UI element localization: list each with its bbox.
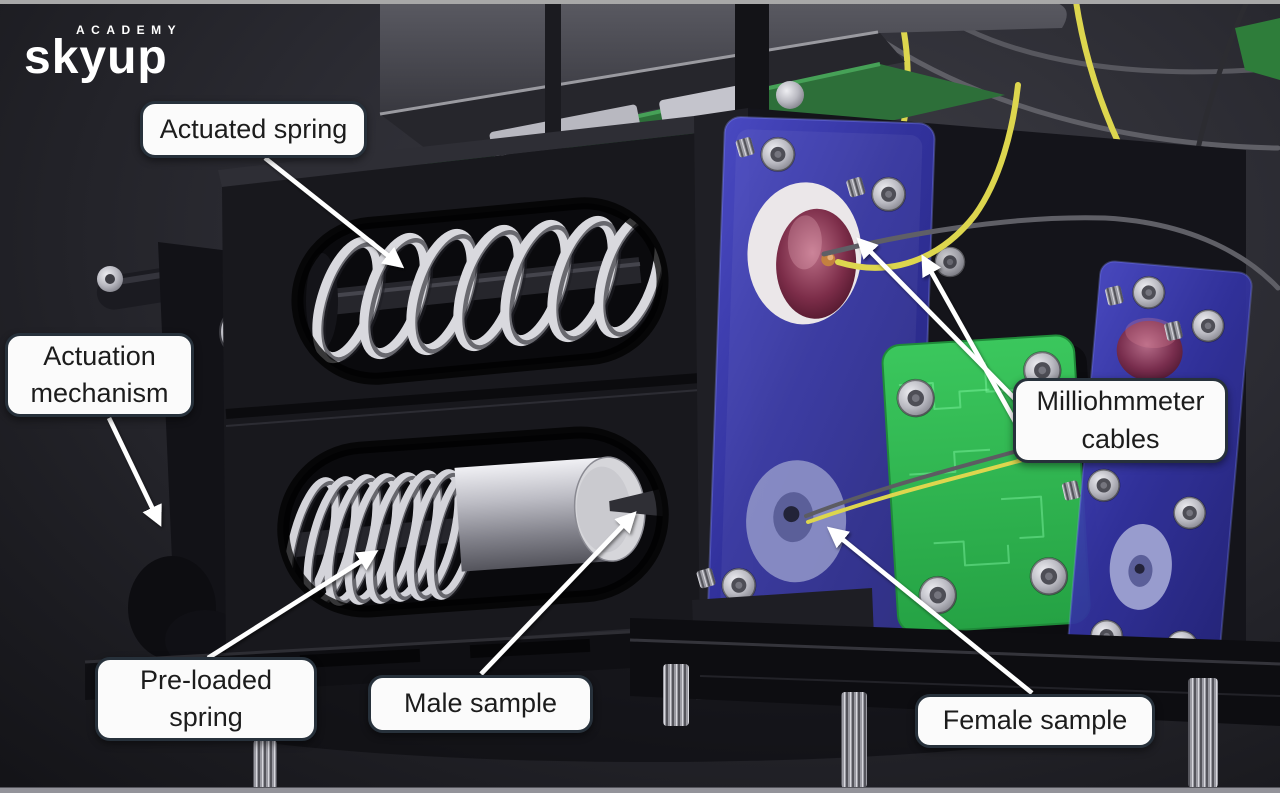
label-actuation-mechanism: Actuation mechanism <box>5 333 194 417</box>
cutout-rim-bottom <box>277 426 669 618</box>
logo-brand-text: skyup <box>24 31 168 84</box>
pre-loaded-spring-arrow <box>206 550 379 660</box>
actuated-spring-arrow <box>263 156 405 269</box>
male-sample-arrow <box>479 511 637 676</box>
annotation-arrows <box>106 156 1034 695</box>
actuated-spring-graphic <box>306 211 669 364</box>
actuation-mechanism-arrow <box>106 417 162 527</box>
support-rod <box>545 0 561 155</box>
machine-feet <box>253 664 1218 790</box>
skyup-academy-logo: ACADEMY skyup <box>24 23 183 84</box>
female-sample-graphic <box>746 460 847 583</box>
label-pre-loaded-spring: Pre-loaded spring <box>95 657 317 741</box>
label-milliohmmeter-cables: Milliohmmeter cables <box>1013 378 1228 463</box>
corner-pcb-sliver <box>1235 18 1280 80</box>
label-male-sample: Male sample <box>368 675 593 733</box>
support-post <box>735 0 769 118</box>
logo-academy-text: ACADEMY <box>76 23 183 37</box>
video-edge-top <box>0 0 1280 4</box>
pre-loaded-spring-graphic <box>283 456 665 609</box>
video-edge-bottom <box>0 787 1280 793</box>
female-sample-arrow <box>826 526 1034 695</box>
label-female-sample: Female sample <box>915 694 1155 748</box>
milliohmmeter-arrow-2 <box>921 254 1025 436</box>
label-actuated-spring: Actuated spring <box>140 101 367 158</box>
cutout-rim-top <box>291 197 669 385</box>
